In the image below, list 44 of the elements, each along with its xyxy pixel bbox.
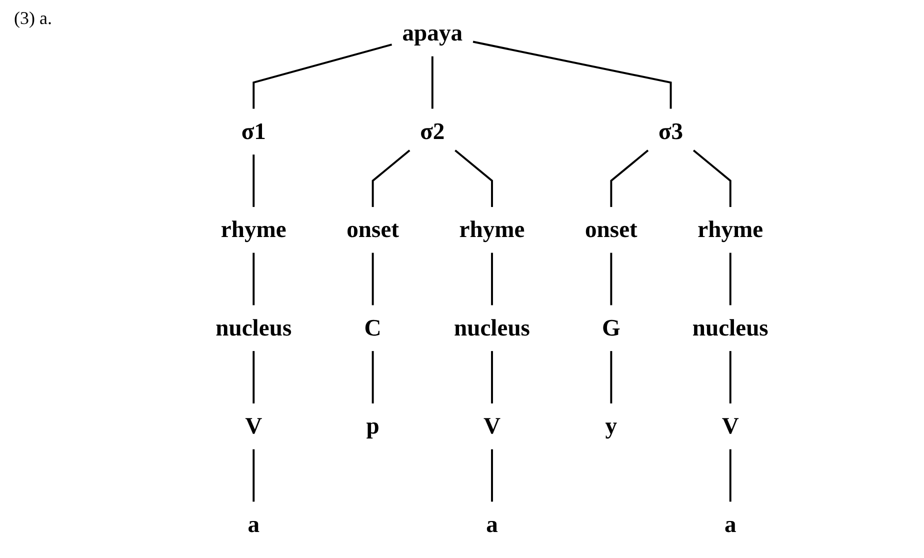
node-text: σ2	[420, 118, 445, 144]
connector	[610, 351, 612, 404]
connector	[252, 44, 392, 109]
node-text: V	[245, 412, 262, 439]
connector	[491, 449, 493, 502]
node-text: rhyme	[698, 216, 764, 242]
node-text: nucleus	[216, 314, 292, 341]
node-text: onset	[584, 216, 638, 242]
node-text: C	[364, 314, 382, 341]
node-text: rhyme	[220, 216, 286, 242]
node-text: σ1	[241, 118, 266, 144]
node-text: nucleus	[454, 314, 530, 341]
node-text: onset	[346, 216, 400, 242]
connector	[431, 56, 434, 109]
connector	[729, 449, 732, 502]
node-text: a	[724, 510, 736, 538]
node-text: y	[605, 412, 618, 439]
node-text: V	[722, 412, 739, 439]
connector	[252, 449, 255, 502]
connector	[472, 40, 672, 109]
connector	[610, 252, 612, 306]
connector	[610, 150, 649, 207]
connector	[372, 351, 374, 404]
connector	[692, 150, 732, 207]
connector	[252, 351, 255, 404]
connector	[252, 252, 255, 306]
connector	[454, 150, 493, 207]
connector	[252, 154, 255, 207]
connector	[491, 252, 493, 306]
node-text: apaya	[402, 20, 463, 46]
node-text: rhyme	[459, 216, 525, 242]
node-text: a	[486, 510, 498, 538]
connector	[729, 252, 732, 306]
node-text: p	[366, 412, 380, 439]
connector	[372, 150, 410, 207]
connector	[491, 351, 493, 404]
node-text: a	[248, 510, 260, 538]
connector	[372, 252, 374, 306]
node-text: σ3	[658, 118, 684, 144]
node-text: G	[602, 314, 620, 341]
connector	[729, 351, 732, 404]
example-number: (3) a.	[14, 8, 52, 29]
node-text: V	[483, 412, 501, 439]
node-text: nucleus	[692, 314, 768, 341]
